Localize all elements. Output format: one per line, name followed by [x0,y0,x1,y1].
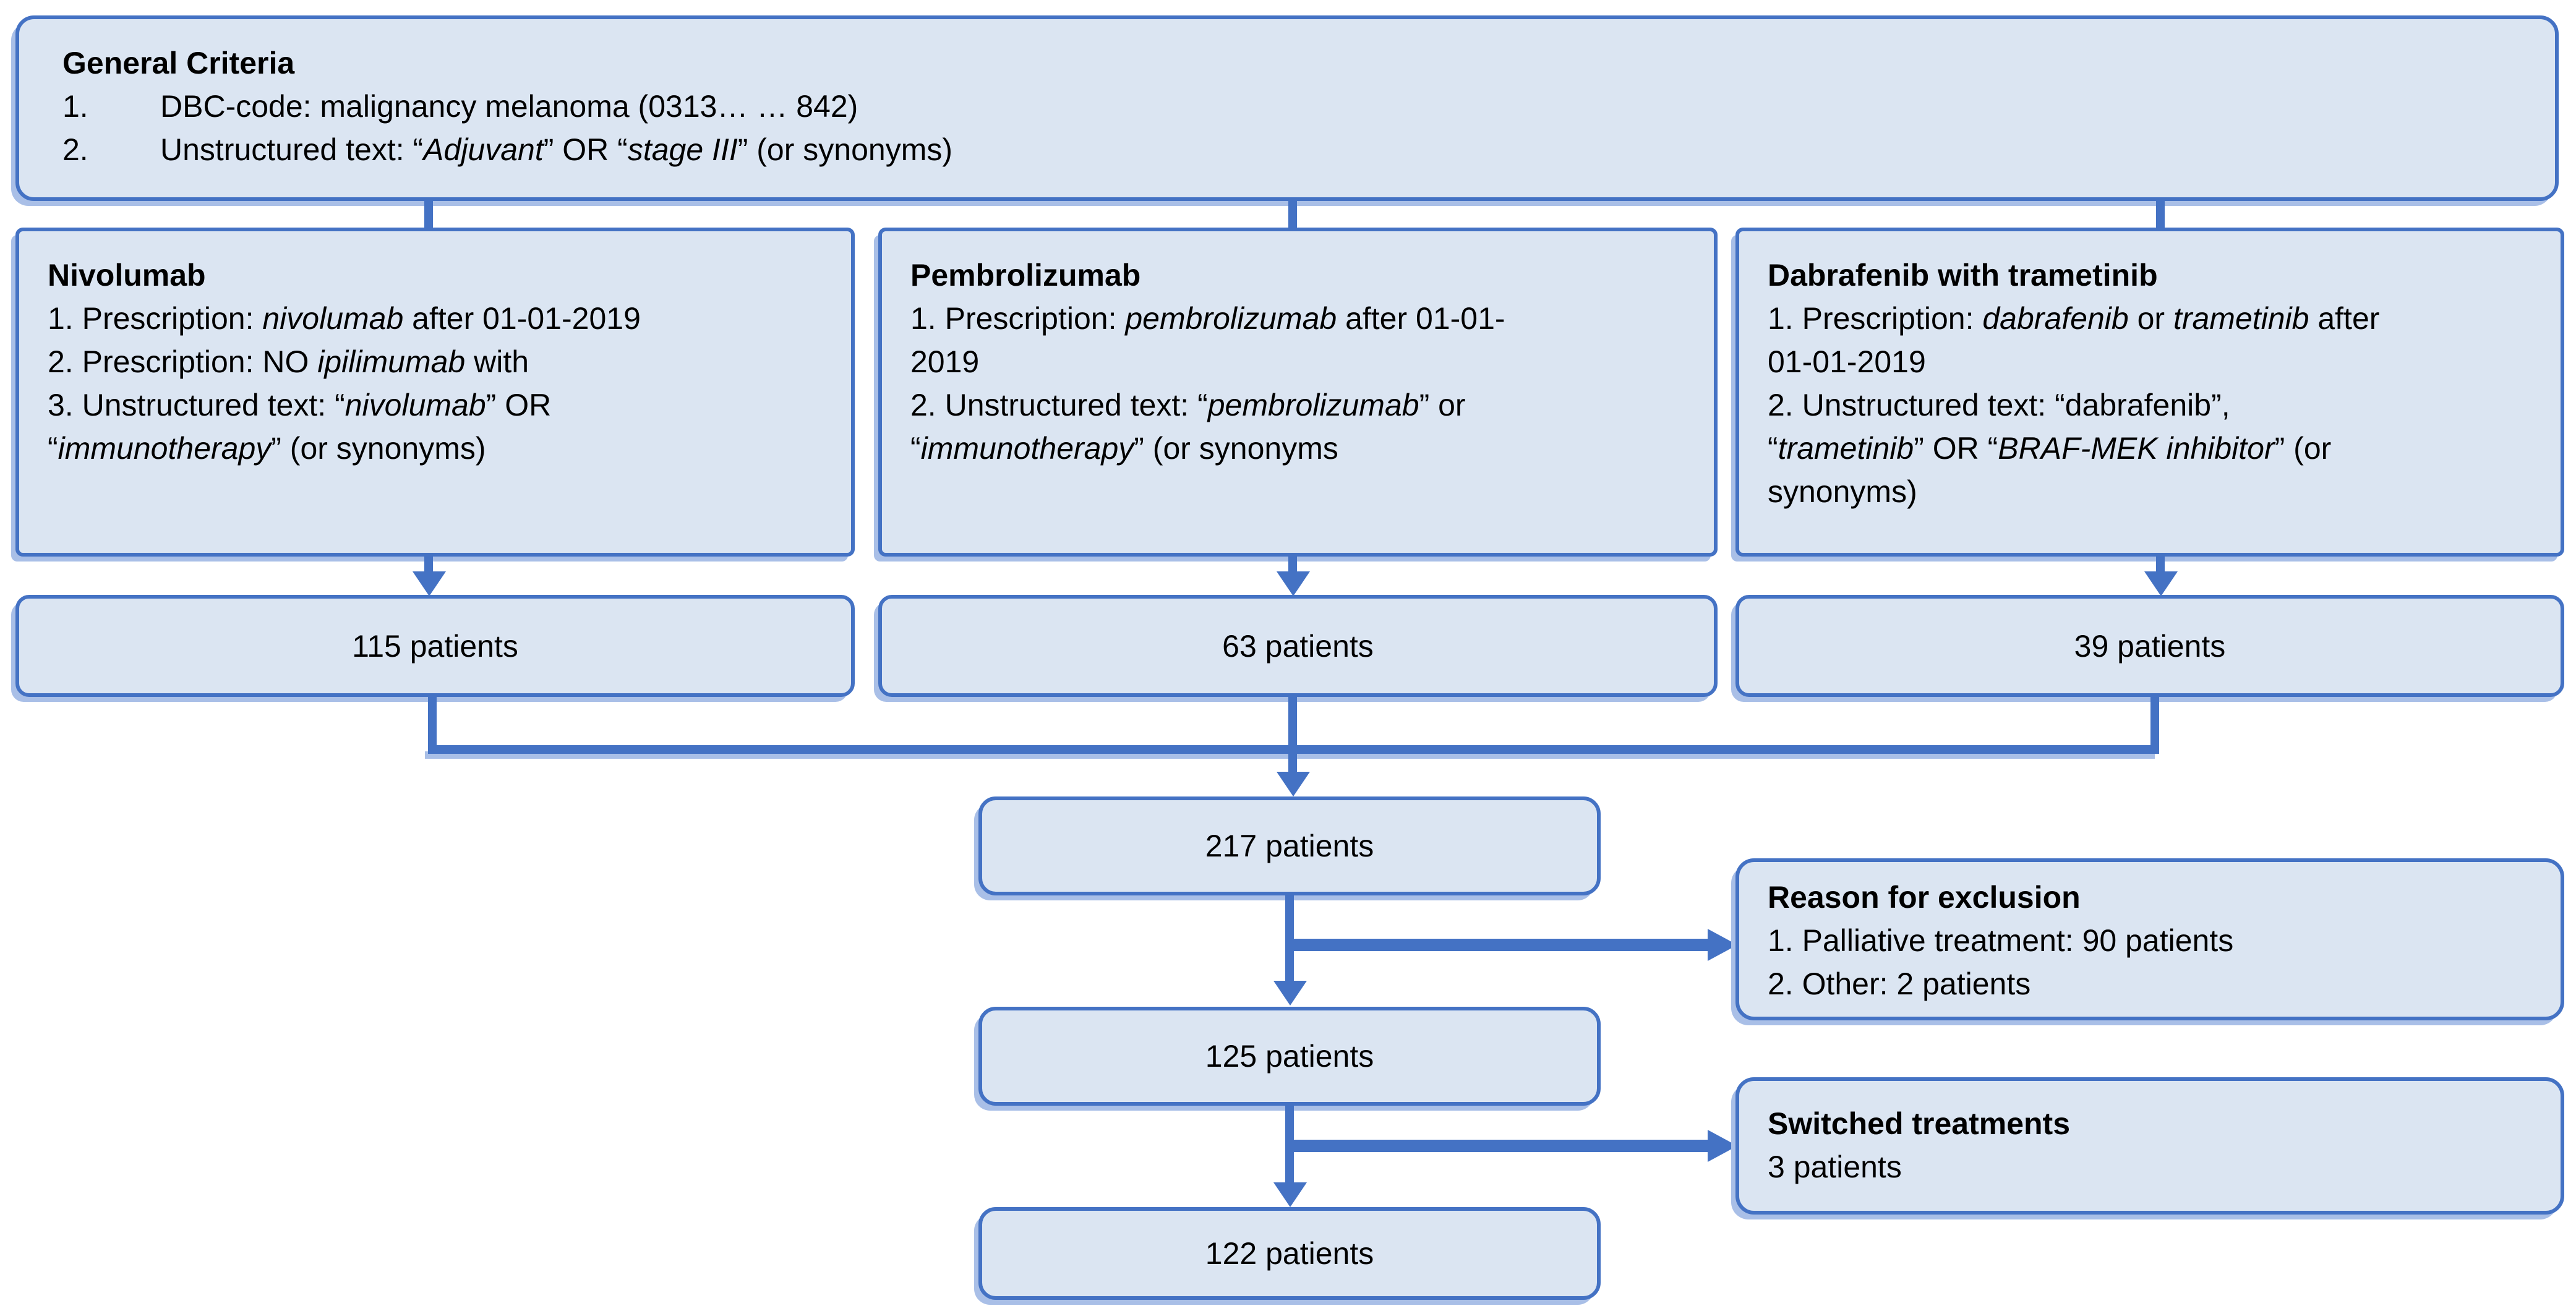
arrow-collector-to-combined [1288,696,1297,772]
pembrolizumab-count-box: 63 patients [878,595,1718,697]
general-criteria-box: General Criteria 1. DBC-code: malignancy… [15,15,2559,201]
nivolumab-criterion: 3. Unstructured text: “nivolumab” OR “im… [48,388,552,466]
exclusion-title: Reason for exclusion [1768,880,2081,915]
arrowhead-down [1273,1182,1307,1207]
arrow-pembrolizumab-to-count [1288,555,1297,573]
switched-title: Switched treatments [1768,1106,2071,1141]
general-criteria-item: 2. Unstructured text: “Adjuvant” OR “sta… [62,128,2512,171]
pembrolizumab-criteria-box: Pembrolizumab 1. Prescription: pembroliz… [878,228,1718,557]
exclusion-reason: 2. Other: 2 patients [1768,967,2031,1001]
branch-arrow-to-exclusion [1290,939,1708,951]
arrowhead-down [1277,571,1310,596]
arrowhead-down [1277,772,1310,796]
nivolumab-title: Nivolumab [48,258,206,293]
dabrafenib-count-label: 39 patients [2074,628,2226,664]
nivolumab-count-box: 115 patients [15,595,855,697]
nivolumab-criterion: 2. Prescription: NO ipilimumab with [48,344,529,379]
pembrolizumab-criterion: 2. Unstructured text: “pembrolizumab” or… [910,388,1466,466]
dabrafenib-criterion: 2. Unstructured text: “dabrafenib”, “tra… [1768,388,2332,509]
dabrafenib-count-box: 39 patients [1735,595,2564,697]
final-count-label: 122 patients [1205,1236,1374,1271]
after-exclusion-count-box: 125 patients [978,1007,1601,1106]
arrowhead-right [1708,929,1737,961]
pembrolizumab-criterion: 1. Prescription: pembrolizumab after 01-… [910,301,1505,379]
after-exclusion-count-label: 125 patients [1205,1039,1374,1074]
general-criteria-title: General Criteria [62,46,295,80]
general-criteria-item: 1. DBC-code: malignancy melanoma (0313… … [62,85,2512,128]
pembrolizumab-title: Pembrolizumab [910,258,1141,293]
connector-count115-to-collector [428,696,437,750]
arrow-dabrafenib-to-count [2156,555,2165,573]
nivolumab-criteria-box: Nivolumab 1. Prescription: nivolumab aft… [15,228,855,557]
connector-general-to-pembrolizumab [1288,199,1297,229]
dabrafenib-title: Dabrafenib with trametinib [1768,258,2158,293]
switched-count-text: 3 patients [1768,1150,1902,1184]
dabrafenib-criteria-box: Dabrafenib with trametinib 1. Prescripti… [1735,228,2564,557]
list-number: 2. [62,132,88,167]
arrow-combined-to-after-exclusion [1285,894,1294,982]
exclusion-reason: 1. Palliative treatment: 90 patients [1768,923,2234,958]
connector-general-to-dabrafenib [2156,199,2165,229]
connector-general-to-nivolumab [424,199,433,229]
general-criteria-item-text: Unstructured text: “Adjuvant” OR “stage … [160,132,952,167]
general-criteria-item-text: DBC-code: malignancy melanoma (0313… … 8… [160,89,858,124]
final-count-box: 122 patients [978,1207,1601,1300]
arrowhead-down [1273,981,1307,1006]
switched-treatments-box: Switched treatments 3 patients [1735,1077,2564,1215]
combined-count-box: 217 patients [978,796,1601,895]
dabrafenib-criterion: 1. Prescription: dabrafenib or trametini… [1768,301,2380,379]
nivolumab-count-label: 115 patients [352,628,518,664]
pembrolizumab-count-label: 63 patients [1222,628,1374,664]
exclusion-reasons-box: Reason for exclusion 1. Palliative treat… [1735,858,2564,1020]
arrowhead-right [1708,1130,1737,1162]
connector-count39-to-collector [2150,696,2159,750]
arrow-nivolumab-to-count [424,555,433,573]
arrowhead-down [2144,571,2178,596]
arrowhead-down [413,571,446,596]
nivolumab-criterion: 1. Prescription: nivolumab after 01-01-2… [48,301,641,336]
list-number: 1. [62,89,88,124]
branch-arrow-to-switched [1290,1140,1708,1152]
combined-count-label: 217 patients [1205,829,1374,863]
